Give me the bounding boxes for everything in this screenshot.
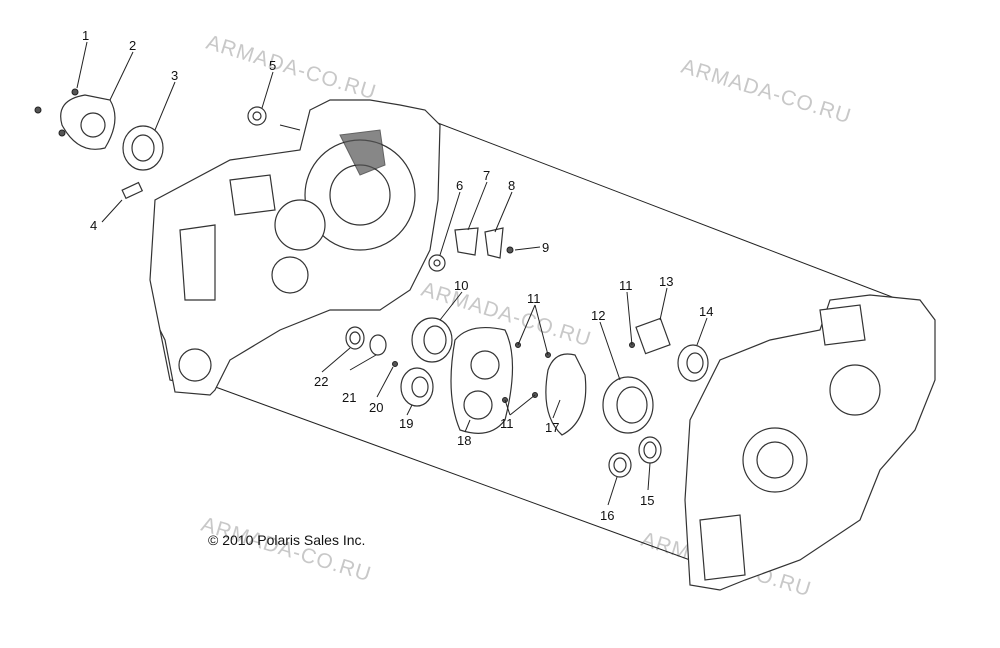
part-13-gasket bbox=[635, 317, 671, 355]
part-15-seal bbox=[638, 436, 662, 464]
part-14-bearing bbox=[677, 344, 709, 382]
part-6-seal bbox=[428, 254, 446, 272]
watermark: ARMADA-CO.RU bbox=[204, 31, 380, 105]
part-3-bearing bbox=[122, 125, 164, 171]
part-7-bracket bbox=[454, 227, 479, 256]
part-4-dowel-pin bbox=[121, 181, 144, 200]
callout-17: 17 bbox=[545, 420, 559, 435]
leader-lines bbox=[76, 41, 708, 506]
callout-19: 19 bbox=[399, 416, 413, 431]
callout-4: 4 bbox=[90, 218, 97, 233]
callout-14: 14 bbox=[699, 304, 713, 319]
copyright-notice: © 2010 Polaris Sales Inc. bbox=[208, 532, 365, 548]
assembly-lines bbox=[209, 119, 901, 561]
part-9-screw bbox=[506, 246, 514, 254]
part-8-bracket bbox=[484, 227, 504, 259]
watermark: ARMADA-CO.RU bbox=[679, 55, 855, 129]
part-2-plate bbox=[60, 94, 116, 150]
part-1-screw bbox=[71, 88, 79, 96]
callout-12: 12 bbox=[591, 308, 605, 323]
callout-11: 11 bbox=[619, 278, 633, 293]
part-12-bearing bbox=[602, 376, 654, 434]
callout-11: 11 bbox=[527, 291, 541, 306]
callout-21: 21 bbox=[342, 390, 356, 405]
callout-6: 6 bbox=[456, 178, 463, 193]
part-5-seal bbox=[247, 106, 267, 126]
part-screw bbox=[34, 106, 42, 114]
part-19-seal bbox=[400, 367, 434, 407]
callout-22: 22 bbox=[314, 374, 328, 389]
part-20-pin bbox=[392, 361, 398, 367]
callout-9: 9 bbox=[542, 240, 549, 255]
right-crankcase bbox=[684, 294, 936, 591]
part-22-seal bbox=[345, 326, 365, 350]
callout-2: 2 bbox=[129, 38, 136, 53]
part-16-seal bbox=[608, 452, 632, 478]
callout-11: 11 bbox=[500, 416, 514, 431]
part-18-cover-plate bbox=[450, 327, 514, 434]
callout-3: 3 bbox=[171, 68, 178, 83]
callout-7: 7 bbox=[483, 168, 490, 183]
callout-15: 15 bbox=[640, 493, 654, 508]
callout-5: 5 bbox=[269, 58, 276, 73]
callout-13: 13 bbox=[659, 274, 673, 289]
part-21-ring bbox=[369, 334, 387, 356]
left-crankcase bbox=[149, 99, 441, 396]
callout-20: 20 bbox=[369, 400, 383, 415]
watermark: ARMADA-CO.RU bbox=[199, 513, 375, 587]
callout-16: 16 bbox=[600, 508, 614, 523]
callout-10: 10 bbox=[454, 278, 468, 293]
part-screw bbox=[58, 129, 66, 137]
callout-8: 8 bbox=[508, 178, 515, 193]
callout-1: 1 bbox=[82, 28, 89, 43]
callout-18: 18 bbox=[457, 433, 471, 448]
part-10-bearing bbox=[411, 317, 453, 363]
part-17-shim-plate bbox=[545, 353, 587, 436]
